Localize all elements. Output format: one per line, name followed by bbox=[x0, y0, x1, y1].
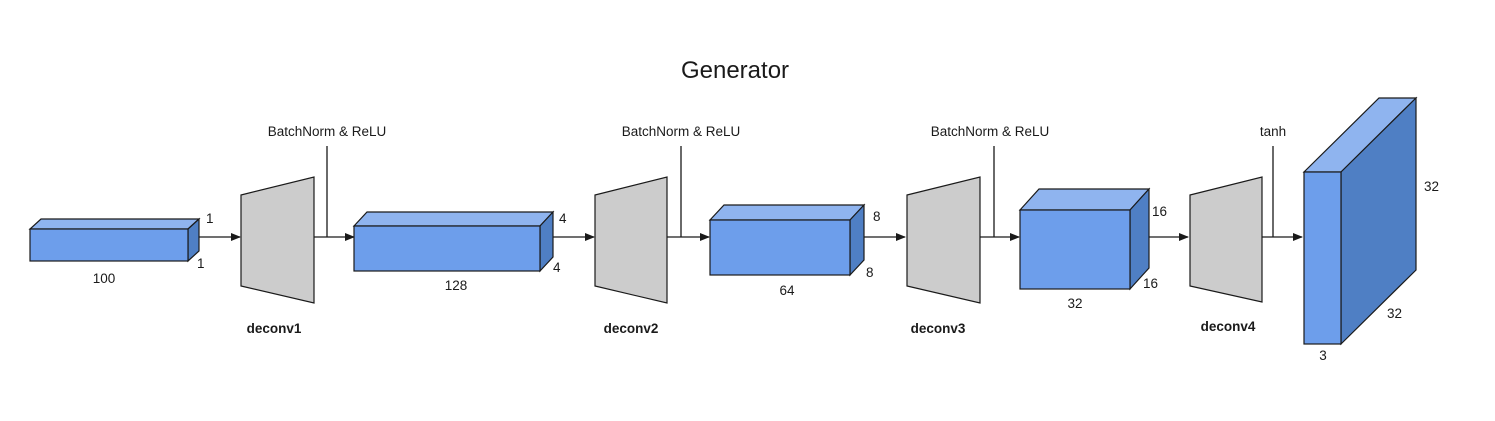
map3-height-label: 16 bbox=[1152, 204, 1167, 219]
map3-channels-label: 32 bbox=[1067, 296, 1082, 311]
deconv3-label: deconv3 bbox=[911, 321, 966, 336]
map2-height-label: 8 bbox=[873, 209, 881, 224]
map2-channels-label: 64 bbox=[779, 283, 795, 298]
deconv1-block bbox=[240, 176, 315, 304]
feature-map-2 bbox=[708, 203, 866, 277]
deconv2-label: deconv2 bbox=[604, 321, 659, 336]
diagram-title: Generator bbox=[681, 57, 789, 84]
input-depth-label: 1 bbox=[197, 256, 205, 271]
output-height-label: 32 bbox=[1424, 179, 1439, 194]
deconv2-activation-label: BatchNorm & ReLU bbox=[622, 124, 741, 139]
map1-height-label: 4 bbox=[559, 211, 567, 226]
deconv3-activation-label: BatchNorm & ReLU bbox=[931, 124, 1050, 139]
map3-width-label: 16 bbox=[1143, 276, 1158, 291]
map1-width-label: 4 bbox=[553, 260, 561, 275]
deconv4-block bbox=[1189, 176, 1263, 303]
map2-width-label: 8 bbox=[866, 265, 874, 280]
output-channels-label: 3 bbox=[1319, 348, 1327, 363]
deconv4-activation-label: tanh bbox=[1260, 124, 1286, 139]
deconv4-label: deconv4 bbox=[1201, 319, 1256, 334]
output-tensor bbox=[1302, 96, 1418, 346]
feature-map-3 bbox=[1018, 187, 1151, 291]
input-tensor bbox=[28, 217, 201, 263]
feature-map-1 bbox=[352, 210, 555, 273]
output-width-label: 32 bbox=[1387, 306, 1402, 321]
deconv1-label: deconv1 bbox=[247, 321, 302, 336]
deconv3-block bbox=[906, 176, 981, 304]
input-width-label: 100 bbox=[93, 271, 116, 286]
map1-channels-label: 128 bbox=[445, 278, 468, 293]
input-height-label: 1 bbox=[206, 211, 214, 226]
deconv2-block bbox=[594, 176, 668, 304]
deconv1-activation-label: BatchNorm & ReLU bbox=[268, 124, 387, 139]
